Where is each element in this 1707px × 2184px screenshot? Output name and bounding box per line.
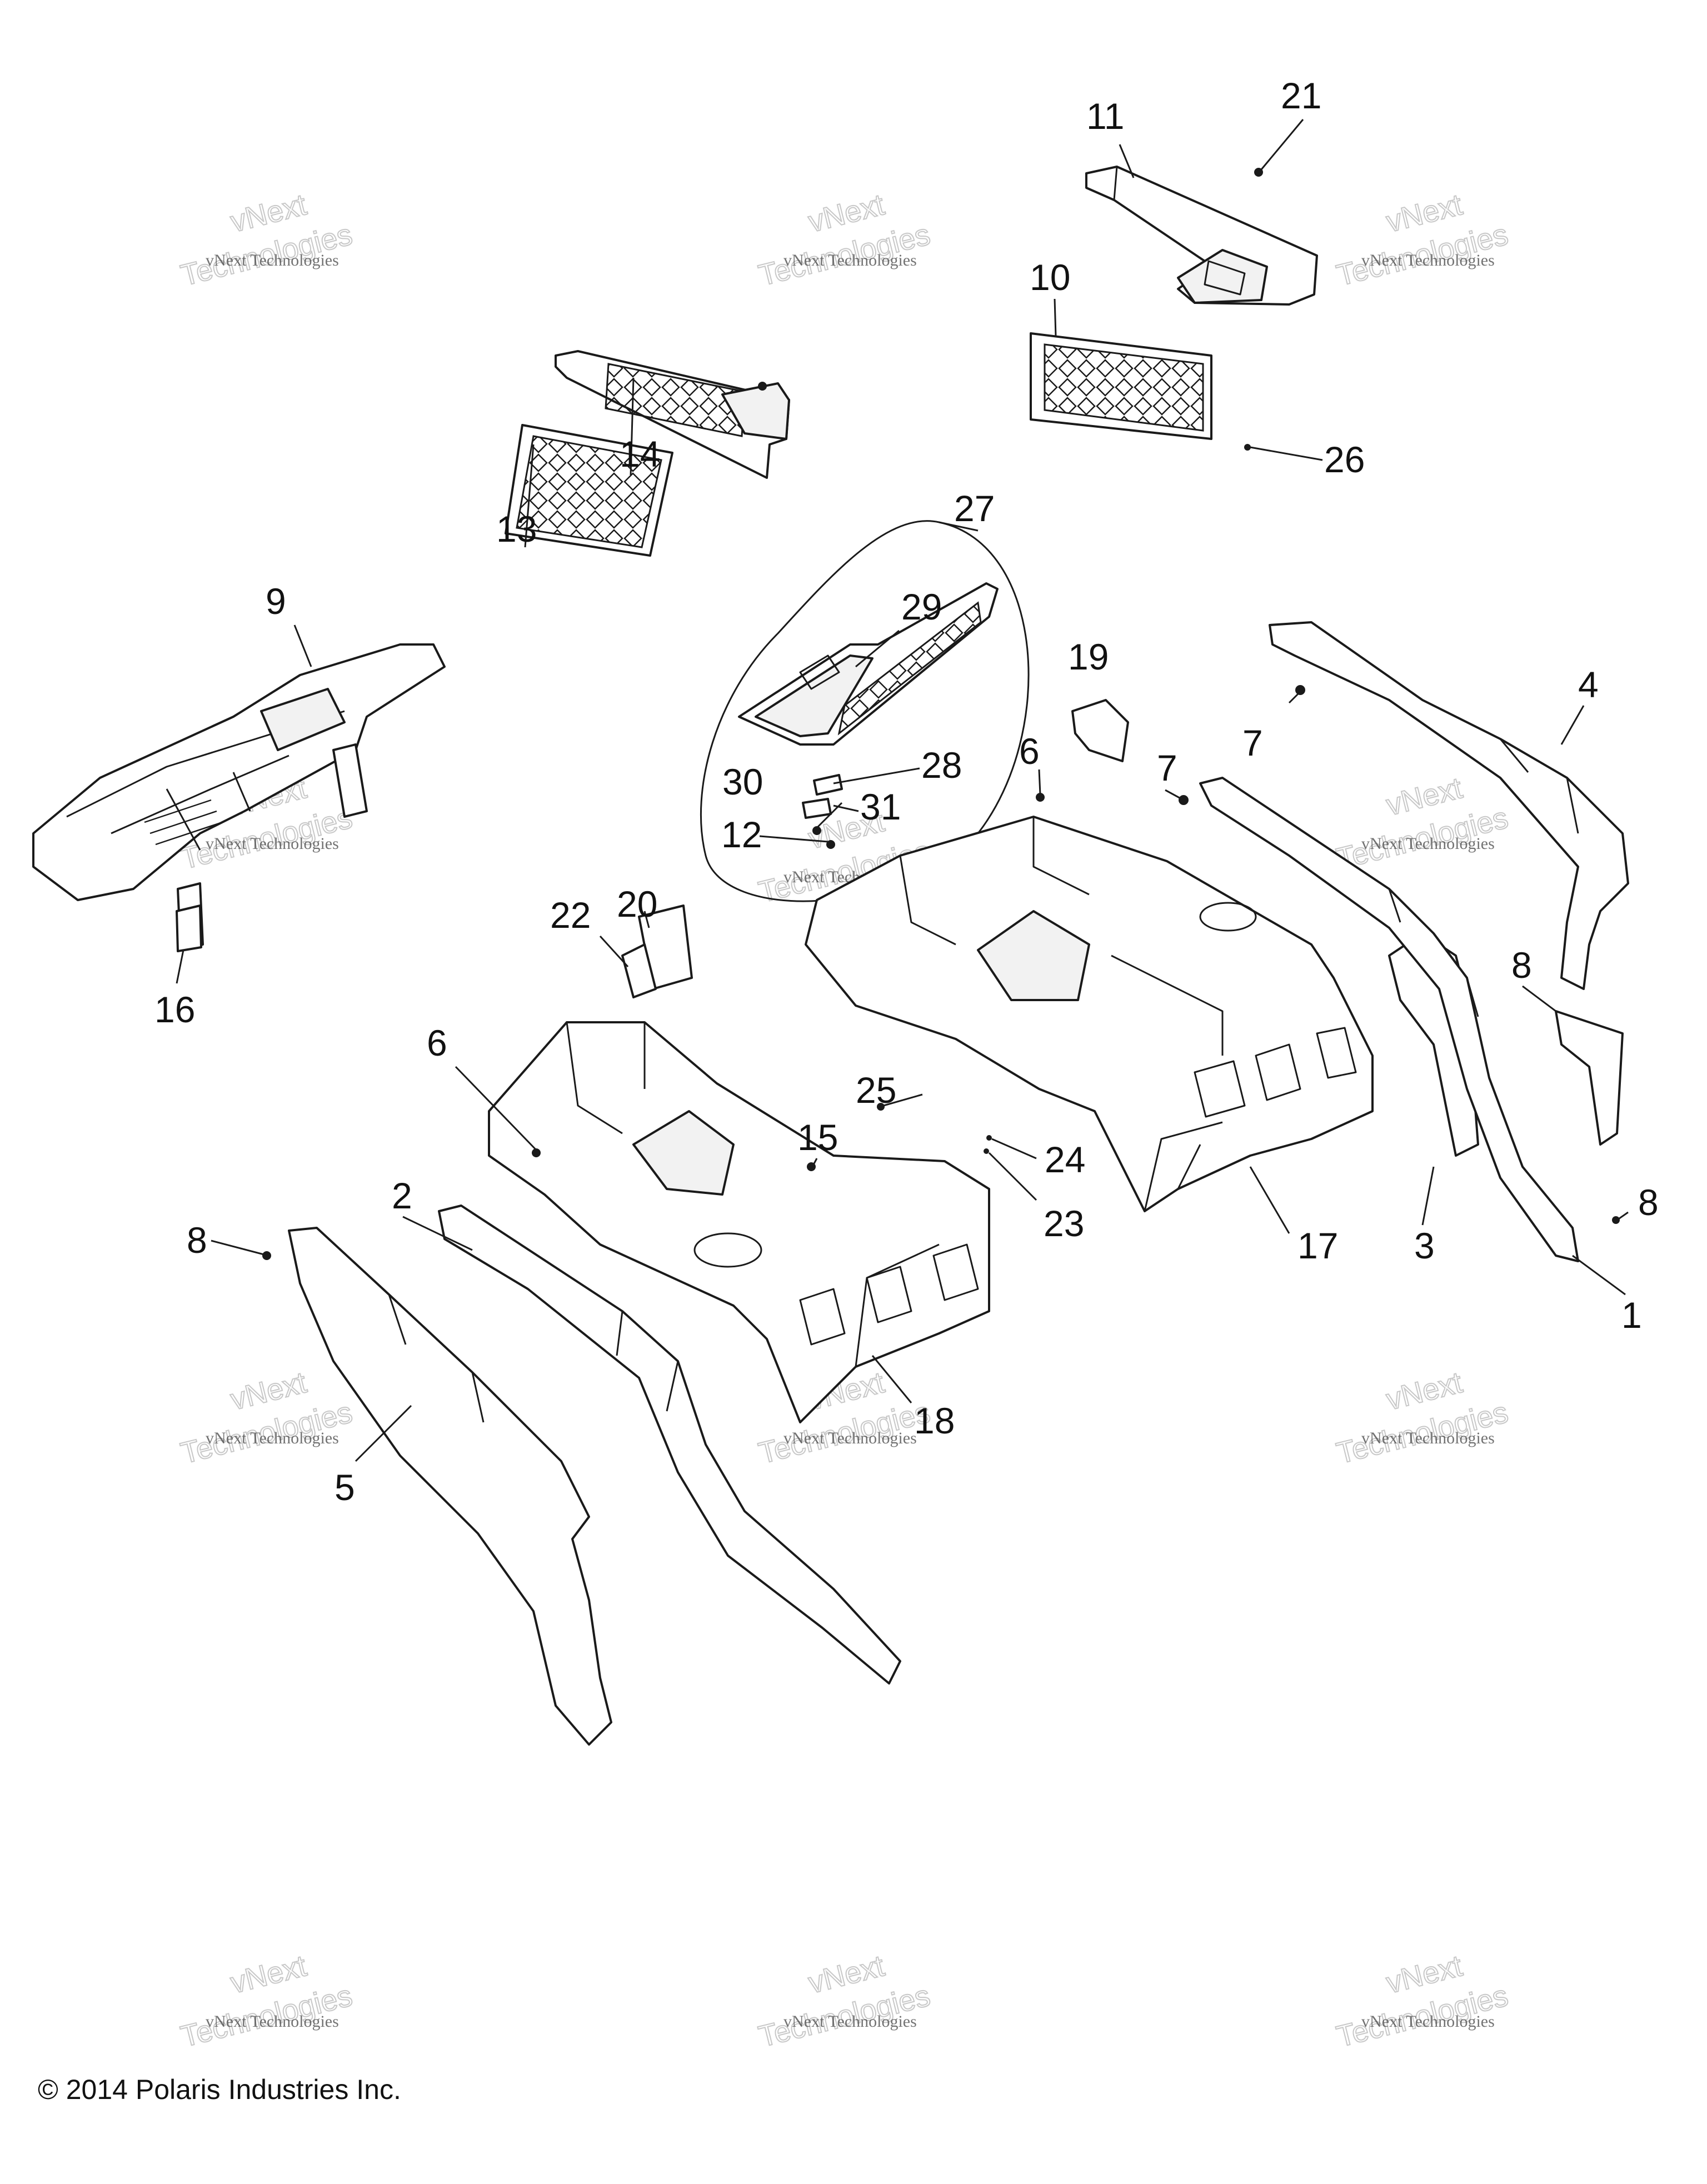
fastener-24	[986, 1135, 992, 1141]
callout-5: 5	[335, 1467, 355, 1508]
watermark: vNext Technologies	[1333, 1365, 1512, 1471]
part-31-clip	[802, 798, 832, 819]
part-14-vent-cover	[555, 350, 790, 479]
callout-2: 2	[392, 1175, 412, 1216]
part-18-cargo-tub	[488, 1021, 990, 1423]
part-1-long-rail	[1199, 777, 1579, 1262]
callout-30: 30	[722, 761, 763, 802]
fastener-14	[758, 382, 767, 391]
callout-7a: 7	[1242, 722, 1263, 763]
callout-11: 11	[1086, 96, 1125, 137]
part-30-screw	[812, 826, 821, 835]
fastener-6b	[532, 1148, 541, 1157]
copyright-notice: © 2014 Polaris Industries Inc.	[38, 2074, 401, 2105]
part-5-mudguard	[288, 1227, 612, 1746]
callout-16: 16	[154, 989, 195, 1030]
callout-4: 4	[1578, 664, 1599, 705]
part-8-mudguard	[1555, 1010, 1624, 1146]
fasteners	[262, 168, 1620, 1260]
callout-8a: 8	[1511, 944, 1532, 986]
watermark-text: vNext Technologies	[206, 251, 339, 269]
watermark-text: vNext Technologies	[206, 1429, 339, 1447]
fastener-21	[1254, 168, 1263, 177]
part-10-mesh-panel	[1030, 332, 1212, 440]
callout-10: 10	[1030, 257, 1070, 298]
watermark: vNext Technologies	[177, 1948, 356, 2054]
fastener-7a	[1295, 685, 1305, 695]
callout-15: 15	[797, 1117, 838, 1158]
callout-7b: 7	[1157, 747, 1177, 788]
watermark: vNext Technologies	[1333, 187, 1512, 293]
callout-18: 18	[914, 1400, 955, 1441]
fastener-8b	[1612, 1216, 1620, 1224]
callout-6b: 6	[427, 1022, 447, 1063]
watermark: vNext Technologies	[177, 1365, 356, 1471]
part-11-upper-cover	[1085, 166, 1318, 306]
callouts: 11 21 10 26 14 13 27 29 9 19 4 7 6 28 7 …	[154, 75, 1659, 1508]
watermark-text: vNext Technologies	[206, 834, 339, 853]
leader-lines	[176, 119, 1629, 1462]
watermark: vNext Technologies	[177, 187, 356, 293]
fastener-23	[984, 1148, 989, 1154]
part-16-bracket	[176, 904, 202, 952]
callout-24: 24	[1045, 1139, 1085, 1180]
callout-27: 27	[954, 488, 995, 529]
watermark-text: vNext Technologies	[783, 251, 917, 269]
watermark-text: vNext Technologies	[1361, 1429, 1495, 1447]
callout-20: 20	[617, 883, 657, 924]
part-19-bracket	[1071, 699, 1129, 762]
callout-26: 26	[1324, 439, 1365, 480]
callout-8b: 8	[187, 1220, 207, 1261]
watermark-text: vNext Technologies	[206, 2012, 339, 2031]
watermark-text: vNext Technologies	[1361, 834, 1495, 853]
callout-3: 3	[1414, 1225, 1435, 1266]
fastener-6a	[1036, 793, 1045, 802]
callout-21: 21	[1281, 75, 1321, 116]
watermark-text: vNext Technologies	[783, 2012, 917, 2031]
watermark-text: vNext Technologies	[1361, 251, 1495, 269]
part-28-latch	[813, 774, 843, 796]
watermark-text: vNext Technologies	[1361, 2012, 1495, 2031]
part-12-screw	[826, 840, 835, 849]
callout-31: 31	[860, 786, 901, 827]
callout-22: 22	[550, 894, 591, 936]
callout-12: 12	[721, 814, 762, 855]
watermark: vNext Technologies	[755, 1948, 934, 2054]
part-29-storage-bin	[738, 582, 999, 746]
callout-9: 9	[266, 581, 286, 622]
watermark: vNext Technologies	[1333, 1948, 1512, 2054]
callout-1: 1	[1621, 1295, 1642, 1336]
part-22-bracket	[621, 943, 657, 998]
watermark: vNext Technologies	[755, 187, 934, 293]
fastener-25	[877, 1103, 885, 1111]
part-17-cargo-tub	[805, 816, 1374, 1212]
callout-23: 23	[1044, 1203, 1084, 1244]
callout-28: 28	[921, 744, 962, 786]
part-4-side-rail	[1269, 621, 1629, 990]
callout-6a: 6	[1019, 731, 1040, 772]
callout-8c: 8	[1638, 1182, 1659, 1223]
fastener-26	[1244, 444, 1251, 451]
callout-13: 13	[496, 508, 537, 549]
part-2-long-rail	[438, 1205, 901, 1685]
part-27-storage-group	[700, 520, 1030, 902]
callout-29: 29	[901, 586, 942, 627]
callout-25: 25	[856, 1069, 896, 1111]
watermark-text: vNext Technologies	[783, 1429, 917, 1447]
callout-14: 14	[620, 433, 660, 474]
callout-17: 17	[1297, 1225, 1338, 1266]
watermark: vNext Technologies	[1333, 771, 1512, 876]
fastener-8a	[262, 1251, 271, 1260]
callout-19: 19	[1068, 636, 1109, 677]
part-9-dash	[32, 643, 446, 951]
